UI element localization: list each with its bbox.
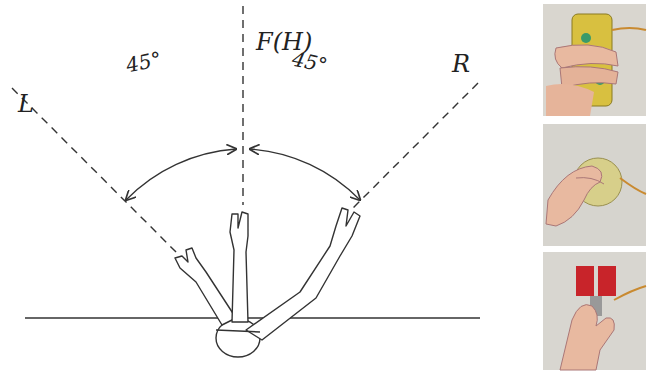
angle-label: 45°: [290, 49, 329, 76]
pinch-photo: [543, 252, 646, 370]
direction-label: L: [18, 92, 34, 116]
left-line: [12, 88, 190, 266]
table-edge: [25, 317, 480, 318]
right-line: [352, 83, 478, 209]
direction-label: R: [452, 52, 470, 76]
angle-arc: [126, 149, 236, 200]
arms: [175, 208, 360, 340]
grip-photo: [543, 4, 646, 116]
front-line: [242, 6, 243, 205]
angle-label: 45°: [124, 49, 163, 76]
ball-photo: [543, 124, 646, 246]
angle-arc: [250, 149, 360, 200]
